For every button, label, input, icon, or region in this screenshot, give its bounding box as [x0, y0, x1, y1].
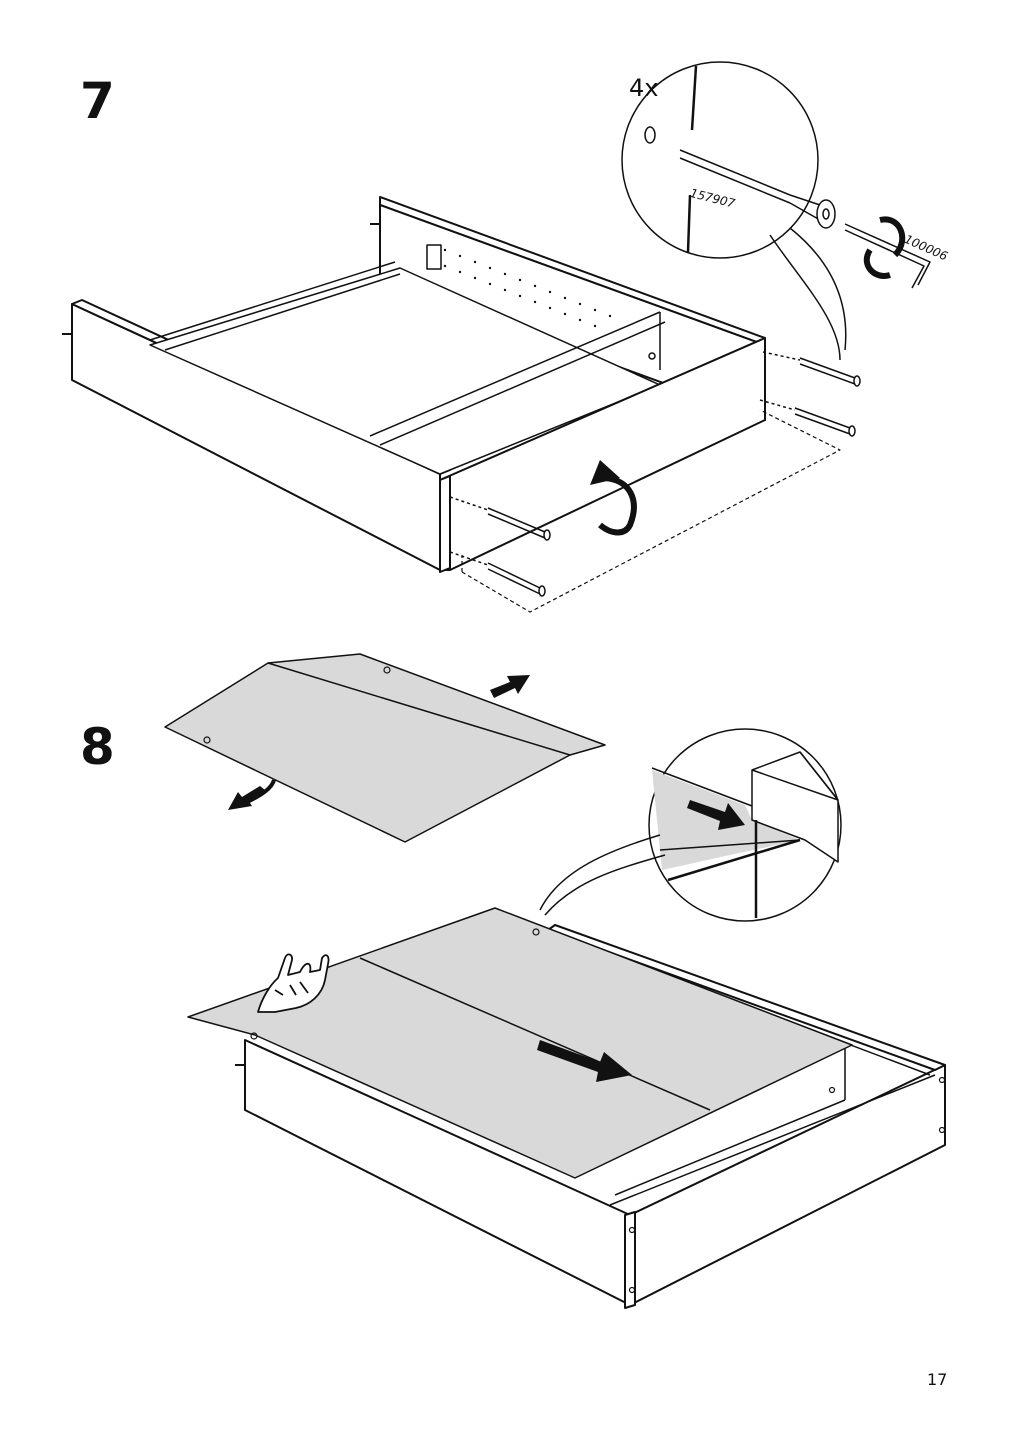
- step8-panel-illustration: [164, 653, 946, 1309]
- step-number-7: 7: [80, 72, 115, 130]
- hand-pointer-icon: [257, 953, 330, 1013]
- dowel-screw-icon: [679, 149, 836, 229]
- dowel-screw-icon: [449, 351, 861, 597]
- push-arrow-icon: [228, 675, 530, 810]
- push-arrow-icon: [537, 1040, 632, 1082]
- page-number: 17: [927, 1370, 948, 1389]
- push-arrow-icon: [687, 800, 745, 830]
- allen-key-icon: [844, 216, 931, 289]
- quantity-label: 4x: [629, 74, 659, 102]
- step7-detail-circle: [621, 61, 931, 361]
- step-number-8: 8: [80, 718, 115, 776]
- rotate-arrow-icon: [590, 460, 637, 536]
- step7-drawer-illustration: [62, 196, 861, 613]
- step8-detail-circle: [539, 728, 842, 922]
